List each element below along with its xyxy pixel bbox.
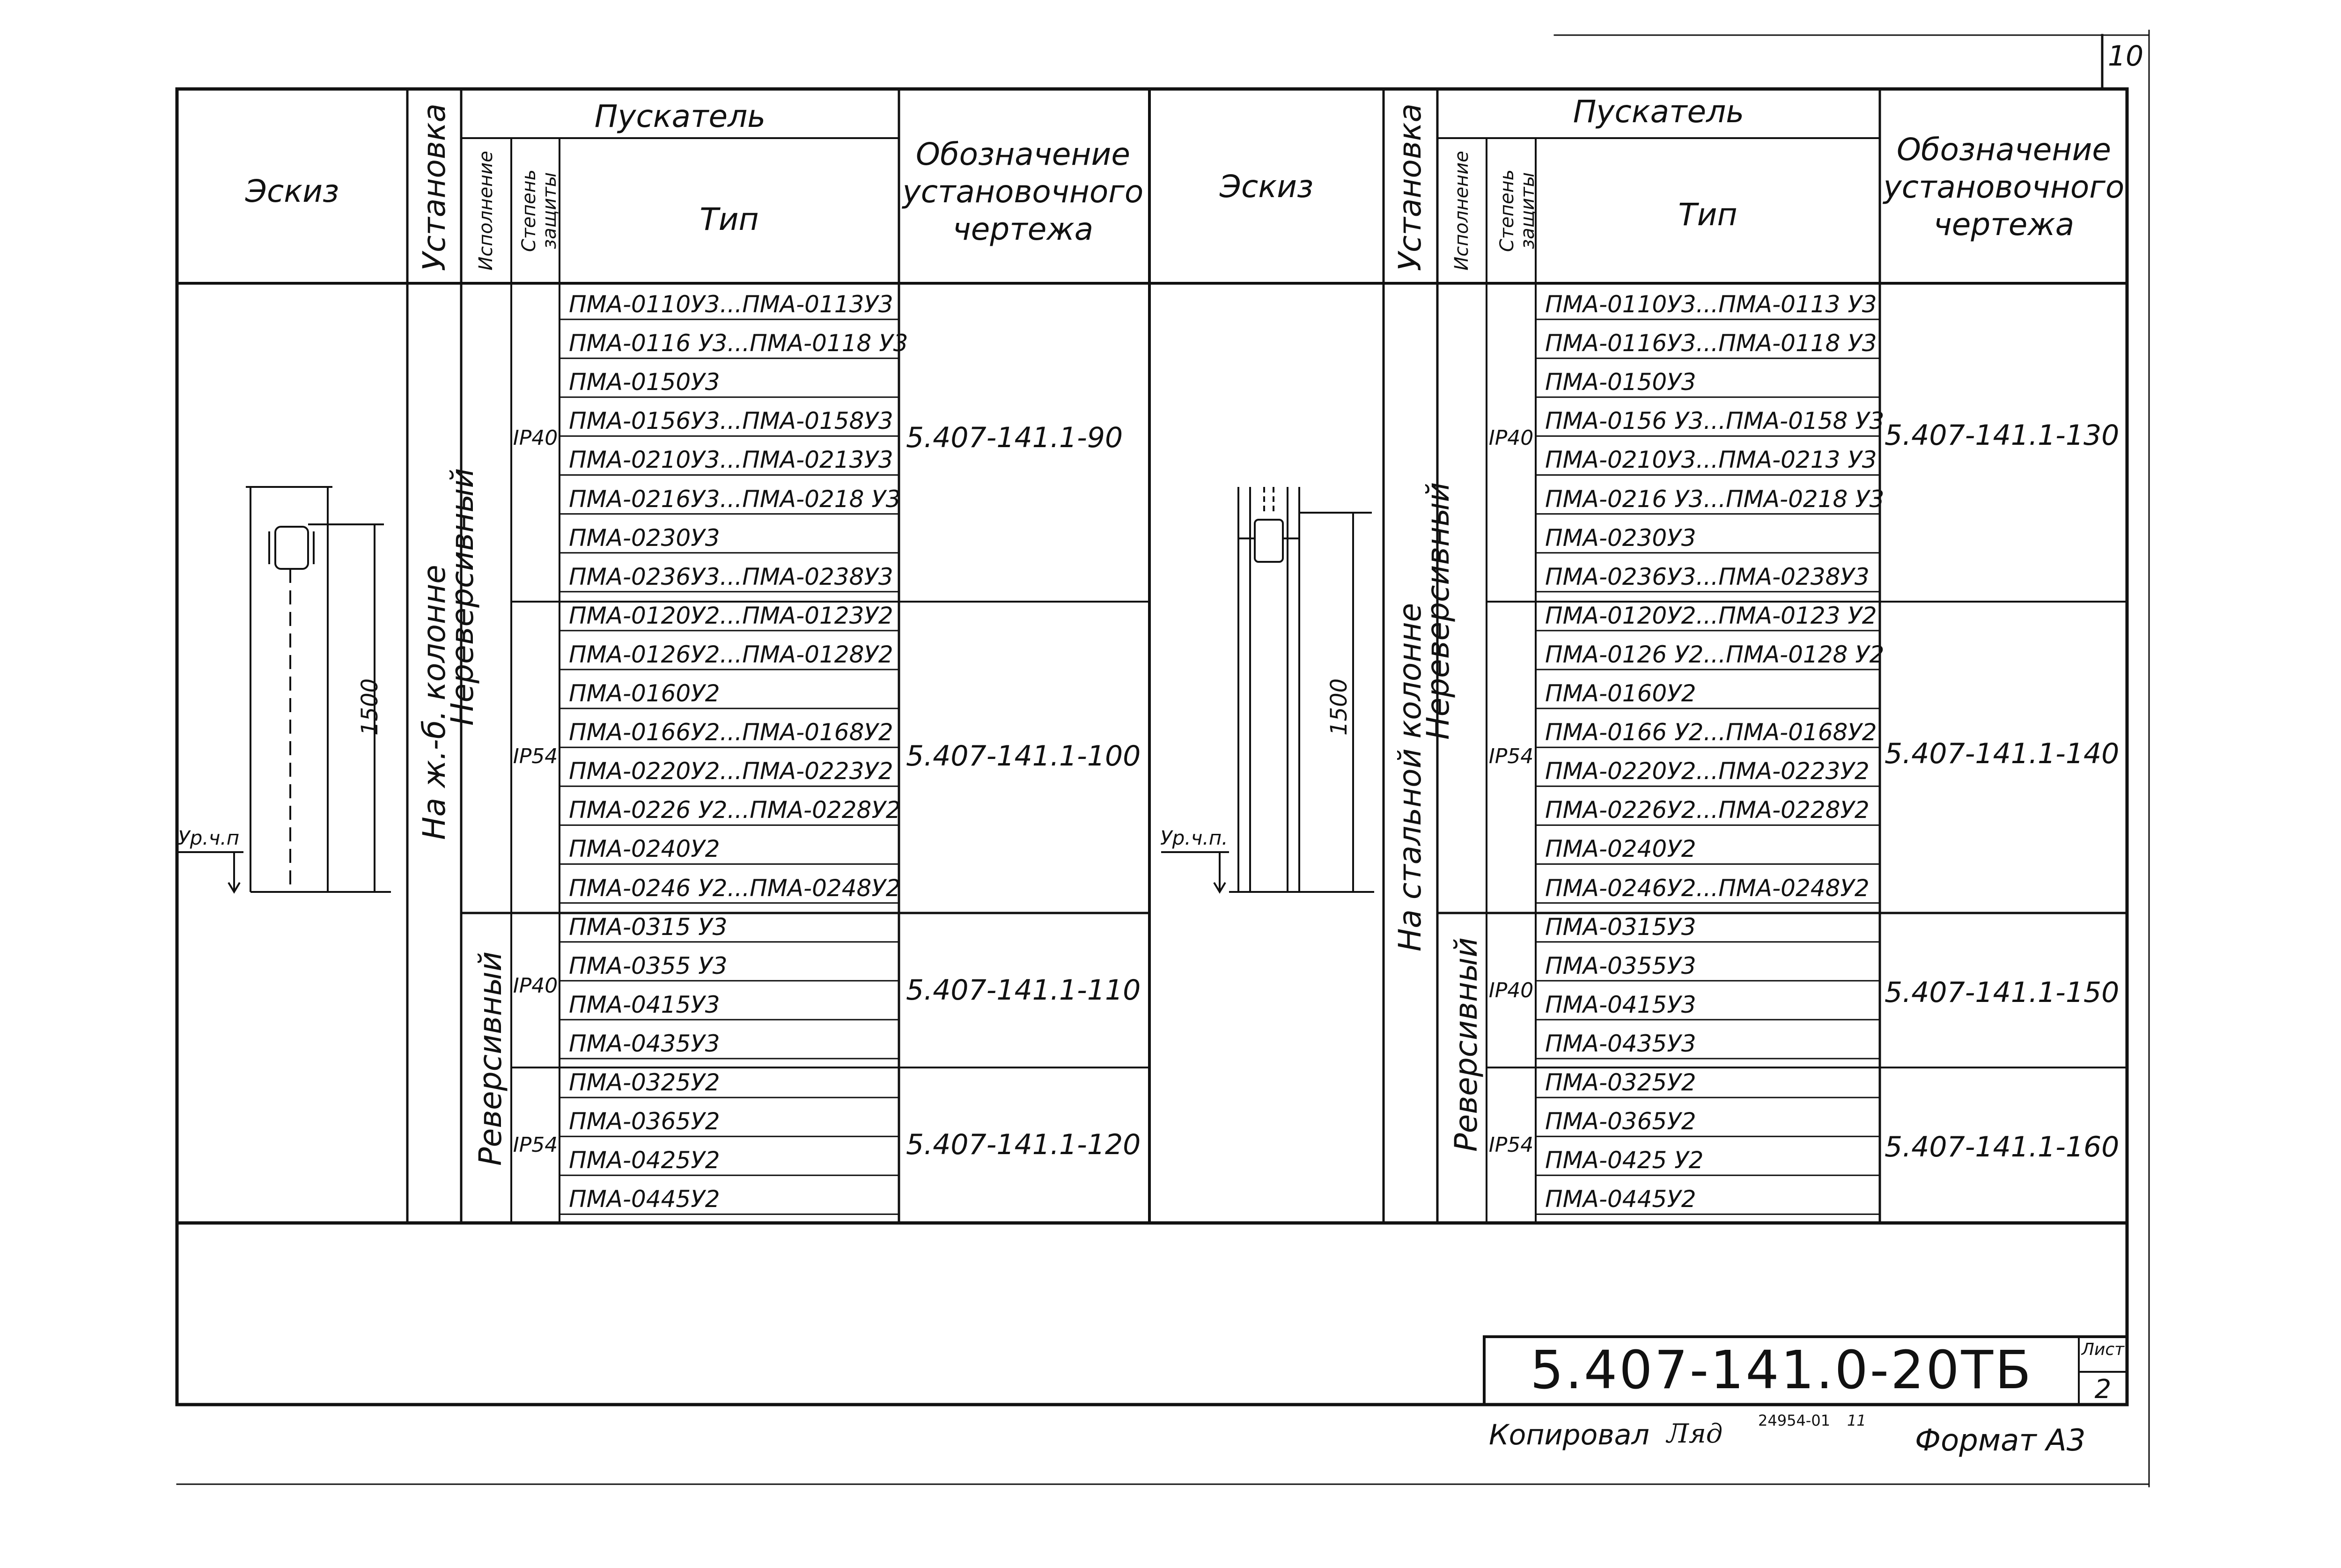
type-row: ПМА-0325У2 [1545, 1069, 1696, 1096]
type-row: ПМА-0246 У2...ПМА-0248У2 [569, 874, 901, 902]
type-row: ПМА-0425 У2 [1545, 1147, 1704, 1174]
type-row: ПМА-0210У3...ПМА-0213 У3 [1545, 446, 1877, 474]
execution-header-right: Исполнение [1451, 151, 1472, 271]
type-row: ПМА-0445У2 [569, 1185, 720, 1213]
type-row: ПМА-0445У2 [1545, 1185, 1696, 1213]
type-row: ПМА-0315 У3 [569, 913, 728, 941]
format-label: Формат А3 [1915, 1423, 2086, 1458]
copier-signature: Ляд [1667, 1419, 1723, 1449]
ip-right-3: IP40 [1488, 979, 1534, 1002]
type-row: ПМА-0110У3...ПМА-0113У3 [569, 291, 893, 318]
ip-left-4: IP54 [513, 1133, 558, 1157]
type-row: ПМА-0110У3...ПМА-0113 У3 [1545, 291, 1877, 318]
type-row: ПМА-0150У3 [1545, 368, 1696, 396]
type-row: ПМА-0425У2 [569, 1147, 720, 1174]
page-number: 10 [2107, 40, 2144, 73]
type-row: ПМА-0435У3 [569, 1030, 720, 1057]
execution-right-nonreversing: Нереверсивный [1420, 482, 1456, 740]
type-row: ПМА-0246У2...ПМА-0248У2 [1545, 874, 1870, 902]
type-header-right: Тип [1678, 197, 1737, 233]
type-row: ПМА-0226У2...ПМА-0228У2 [1545, 796, 1870, 824]
type-row: ПМА-0116У3...ПМА-0118 У3 [1545, 330, 1877, 357]
copied-by-label: Копировал [1489, 1419, 1649, 1451]
type-row: ПМА-0230У3 [1545, 524, 1696, 552]
type-row: ПМА-0220У2...ПМА-0223У2 [569, 758, 893, 785]
execution-left-nonreversing: Нереверсивный [444, 468, 480, 726]
drawing-right-3: 5.407-141.1-150 [1885, 976, 2120, 1009]
type-row: ПМА-0116 У3...ПМА-0118 У3 [569, 330, 908, 357]
type-row: ПМА-0166У2...ПМА-0168У2 [569, 719, 893, 746]
drawing-right-1: 5.407-141.1-130 [1885, 419, 2120, 452]
protection-header-right: Степень защиты [1496, 169, 1539, 252]
type-row: ПМА-0226 У2...ПМА-0228У2 [569, 796, 901, 824]
drawing-right-2: 5.407-141.1-140 [1885, 737, 2120, 770]
drawing-left-3: 5.407-141.1-110 [906, 974, 1141, 1007]
type-row: ПМА-0236У3...ПМА-0238У3 [1545, 563, 1870, 590]
execution-header-left: Исполнение [475, 151, 497, 271]
type-row: ПМА-0315У3 [1545, 913, 1696, 941]
drawing-right-4: 5.407-141.1-160 [1885, 1131, 2120, 1163]
type-row: ПМА-0415У3 [1545, 991, 1696, 1018]
dimension-left: 1500 [357, 678, 383, 736]
type-row: ПМА-0210У3...ПМА-0213У3 [569, 446, 893, 474]
ip-left-3: IP40 [513, 974, 558, 998]
sketch-header-left: Эскиз [245, 173, 339, 209]
type-row: ПМА-0240У2 [1545, 835, 1696, 863]
dimension-right: 1500 [1326, 678, 1352, 736]
drawing-left-4: 5.407-141.1-120 [906, 1128, 1141, 1161]
type-row: ПМА-0355У3 [1545, 952, 1696, 979]
inventory-mark: 11 [1847, 1412, 1866, 1429]
document-designation: 5.407-141.0-20ТБ [1530, 1340, 2033, 1401]
type-row: ПМА-0120У2...ПМА-0123 У2 [1545, 602, 1877, 629]
execution-right-reversing: Реверсивный [1448, 937, 1484, 1152]
floor-level-right: Ур.ч.п. [1160, 826, 1228, 849]
drawing-left-1: 5.407-141.1-90 [906, 421, 1123, 454]
type-row: ПМА-0325У2 [569, 1069, 720, 1096]
ip-right-1: IP40 [1488, 426, 1534, 450]
type-row: ПМА-0156У3...ПМА-0158У3 [569, 407, 893, 435]
type-row: ПМА-0240У2 [569, 835, 720, 863]
protection-header-left: Степень защиты [518, 169, 560, 252]
execution-left-reversing: Реверсивный [472, 951, 508, 1166]
drawing-left-2: 5.407-141.1-100 [906, 740, 1141, 773]
drawing-header-left: Обозначение установочного чертежа [902, 136, 1144, 247]
type-row: ПМА-0236У3...ПМА-0238У3 [569, 563, 893, 590]
starter-header-right: Пускатель [1573, 94, 1745, 130]
type-row: ПМА-0166 У2...ПМА-0168У2 [1545, 719, 1877, 746]
drawing-header-right: Обозначение установочного чертежа [1883, 132, 2125, 243]
type-row: ПМА-0415У3 [569, 991, 720, 1018]
type-row: ПМА-0216У3...ПМА-0218 У3 [569, 485, 901, 513]
type-row: ПМА-0220У2...ПМА-0223У2 [1545, 758, 1870, 785]
sketch-header-right: Эскиз [1219, 169, 1314, 205]
type-row: ПМА-0126У2...ПМА-0128У2 [569, 640, 893, 668]
type-row: ПМА-0435У3 [1545, 1030, 1696, 1057]
type-header-left: Тип [699, 201, 759, 237]
type-row: ПМА-0160У2 [1545, 680, 1696, 707]
type-row: ПМА-0355 У3 [569, 952, 728, 979]
inventory-number: 24954-01 [1758, 1412, 1831, 1429]
installation-header-right: Установка [1392, 103, 1428, 272]
installation-header-left: Установка [416, 103, 452, 272]
sheet-label: Лист [2081, 1340, 2125, 1359]
type-row: ПМА-0365У2 [1545, 1108, 1696, 1135]
type-row: ПМА-0230У3 [569, 524, 720, 552]
ip-left-1: IP40 [513, 426, 558, 450]
sheet-number: 2 [2094, 1374, 2112, 1405]
ip-right-2: IP54 [1488, 744, 1534, 768]
starter-header-left: Пускатель [594, 98, 766, 134]
floor-level-left: Ур.ч.п [178, 826, 240, 849]
type-row: ПМА-0150У3 [569, 368, 720, 396]
ip-right-4: IP54 [1488, 1133, 1534, 1157]
type-row: ПМА-0156 У3...ПМА-0158 У3 [1545, 407, 1885, 435]
ip-left-2: IP54 [513, 744, 558, 768]
type-row: ПМА-0216 У3...ПМА-0218 У3 [1545, 485, 1885, 513]
type-row: ПМА-0120У2...ПМА-0123У2 [569, 602, 893, 629]
type-row: ПМА-0160У2 [569, 680, 720, 707]
type-row: ПМА-0126 У2...ПМА-0128 У2 [1545, 640, 1885, 668]
type-row: ПМА-0365У2 [569, 1108, 720, 1135]
